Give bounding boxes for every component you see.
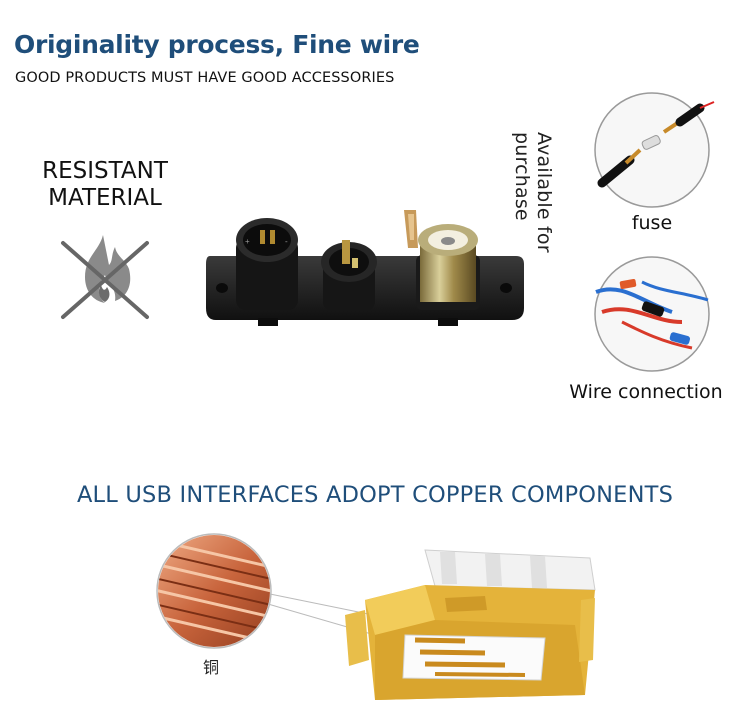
resistant-material-label: RESISTANT MATERIAL [30, 158, 180, 212]
page-title: Originality process, Fine wire [14, 30, 420, 59]
page-subtitle: GOOD PRODUCTS MUST HAVE GOOD ACCESSORIES [15, 70, 395, 86]
fuse-circle [582, 88, 722, 208]
wire-connection-label: Wire connection [569, 381, 723, 403]
copper-sheets-image [156, 533, 272, 649]
wire-connector-icon [594, 256, 710, 372]
usb-port-illustration [345, 549, 596, 700]
resistant-line-1: RESISTANT [42, 158, 168, 184]
socket-panel-image: + - [206, 210, 524, 326]
svg-text:-: - [285, 237, 288, 246]
resistant-line-2: MATERIAL [48, 185, 162, 211]
fuse-icon [594, 92, 715, 208]
no-fire-icon [61, 235, 149, 319]
copper-components-heading: ALL USB INTERFACES ADOPT COPPER COMPONEN… [76, 482, 674, 508]
fuse-label: fuse [631, 212, 673, 234]
svg-text:+: + [245, 237, 250, 246]
copper-label: 铜 [203, 660, 220, 677]
available-for-purchase-text: Available for purchase [511, 132, 555, 253]
wire-connection-circle [582, 252, 722, 372]
